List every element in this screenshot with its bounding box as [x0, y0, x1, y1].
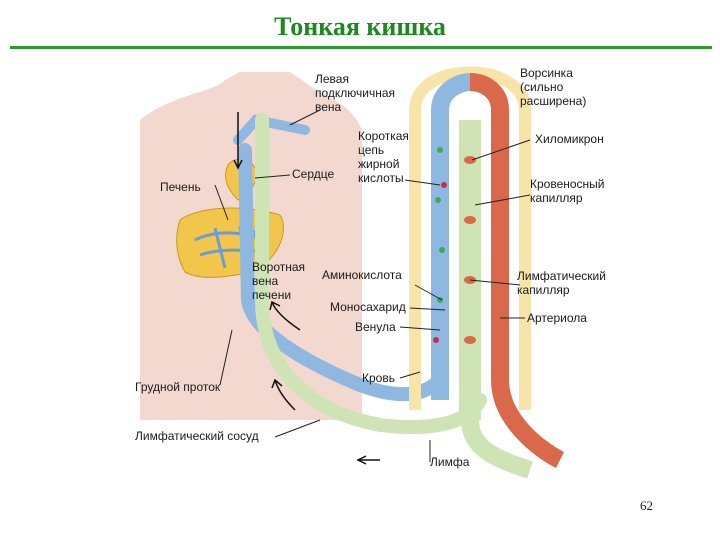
label-villus: Ворсинка (сильно расширена)	[520, 66, 586, 108]
title-divider	[10, 46, 712, 49]
flow-arrows	[233, 112, 380, 465]
villus-wall	[409, 66, 531, 410]
label-monosaccharide: Моносахарид	[330, 300, 406, 314]
blood-capillary	[431, 73, 471, 400]
label-thoracic-duct: Грудной проток	[135, 380, 221, 394]
label-left-subclavian: Левая подключичная вена	[315, 72, 398, 114]
label-short-chain: Короткая цепь жирной кислоты	[358, 129, 412, 185]
page-title: Тонкая кишка	[274, 12, 446, 41]
arteriole	[469, 73, 565, 469]
pointer-lines	[214, 109, 531, 462]
label-liver: Печень	[160, 180, 201, 194]
label-amino-acid: Аминокислота	[322, 268, 402, 282]
portal-vein-network	[194, 225, 269, 271]
page-number: 62	[640, 498, 653, 513]
label-venule: Венула	[355, 320, 396, 334]
label-lymph-capillary: Лимфатический капилляр	[517, 269, 609, 297]
label-arteriole: Артериола	[527, 311, 587, 325]
label-lymph: Лимфа	[430, 455, 470, 469]
label-chylomicron: Хиломикрон	[535, 132, 604, 146]
lymph-return	[461, 419, 533, 479]
label-heart: Сердце	[292, 167, 334, 181]
label-portal-vein: Воротная вена печени	[252, 260, 308, 302]
label-blood-capillary: Кровеносный капилляр	[530, 177, 608, 205]
label-blood: Кровь	[362, 371, 395, 385]
label-lymph-vessel: Лимфатический сосуд	[135, 429, 259, 443]
